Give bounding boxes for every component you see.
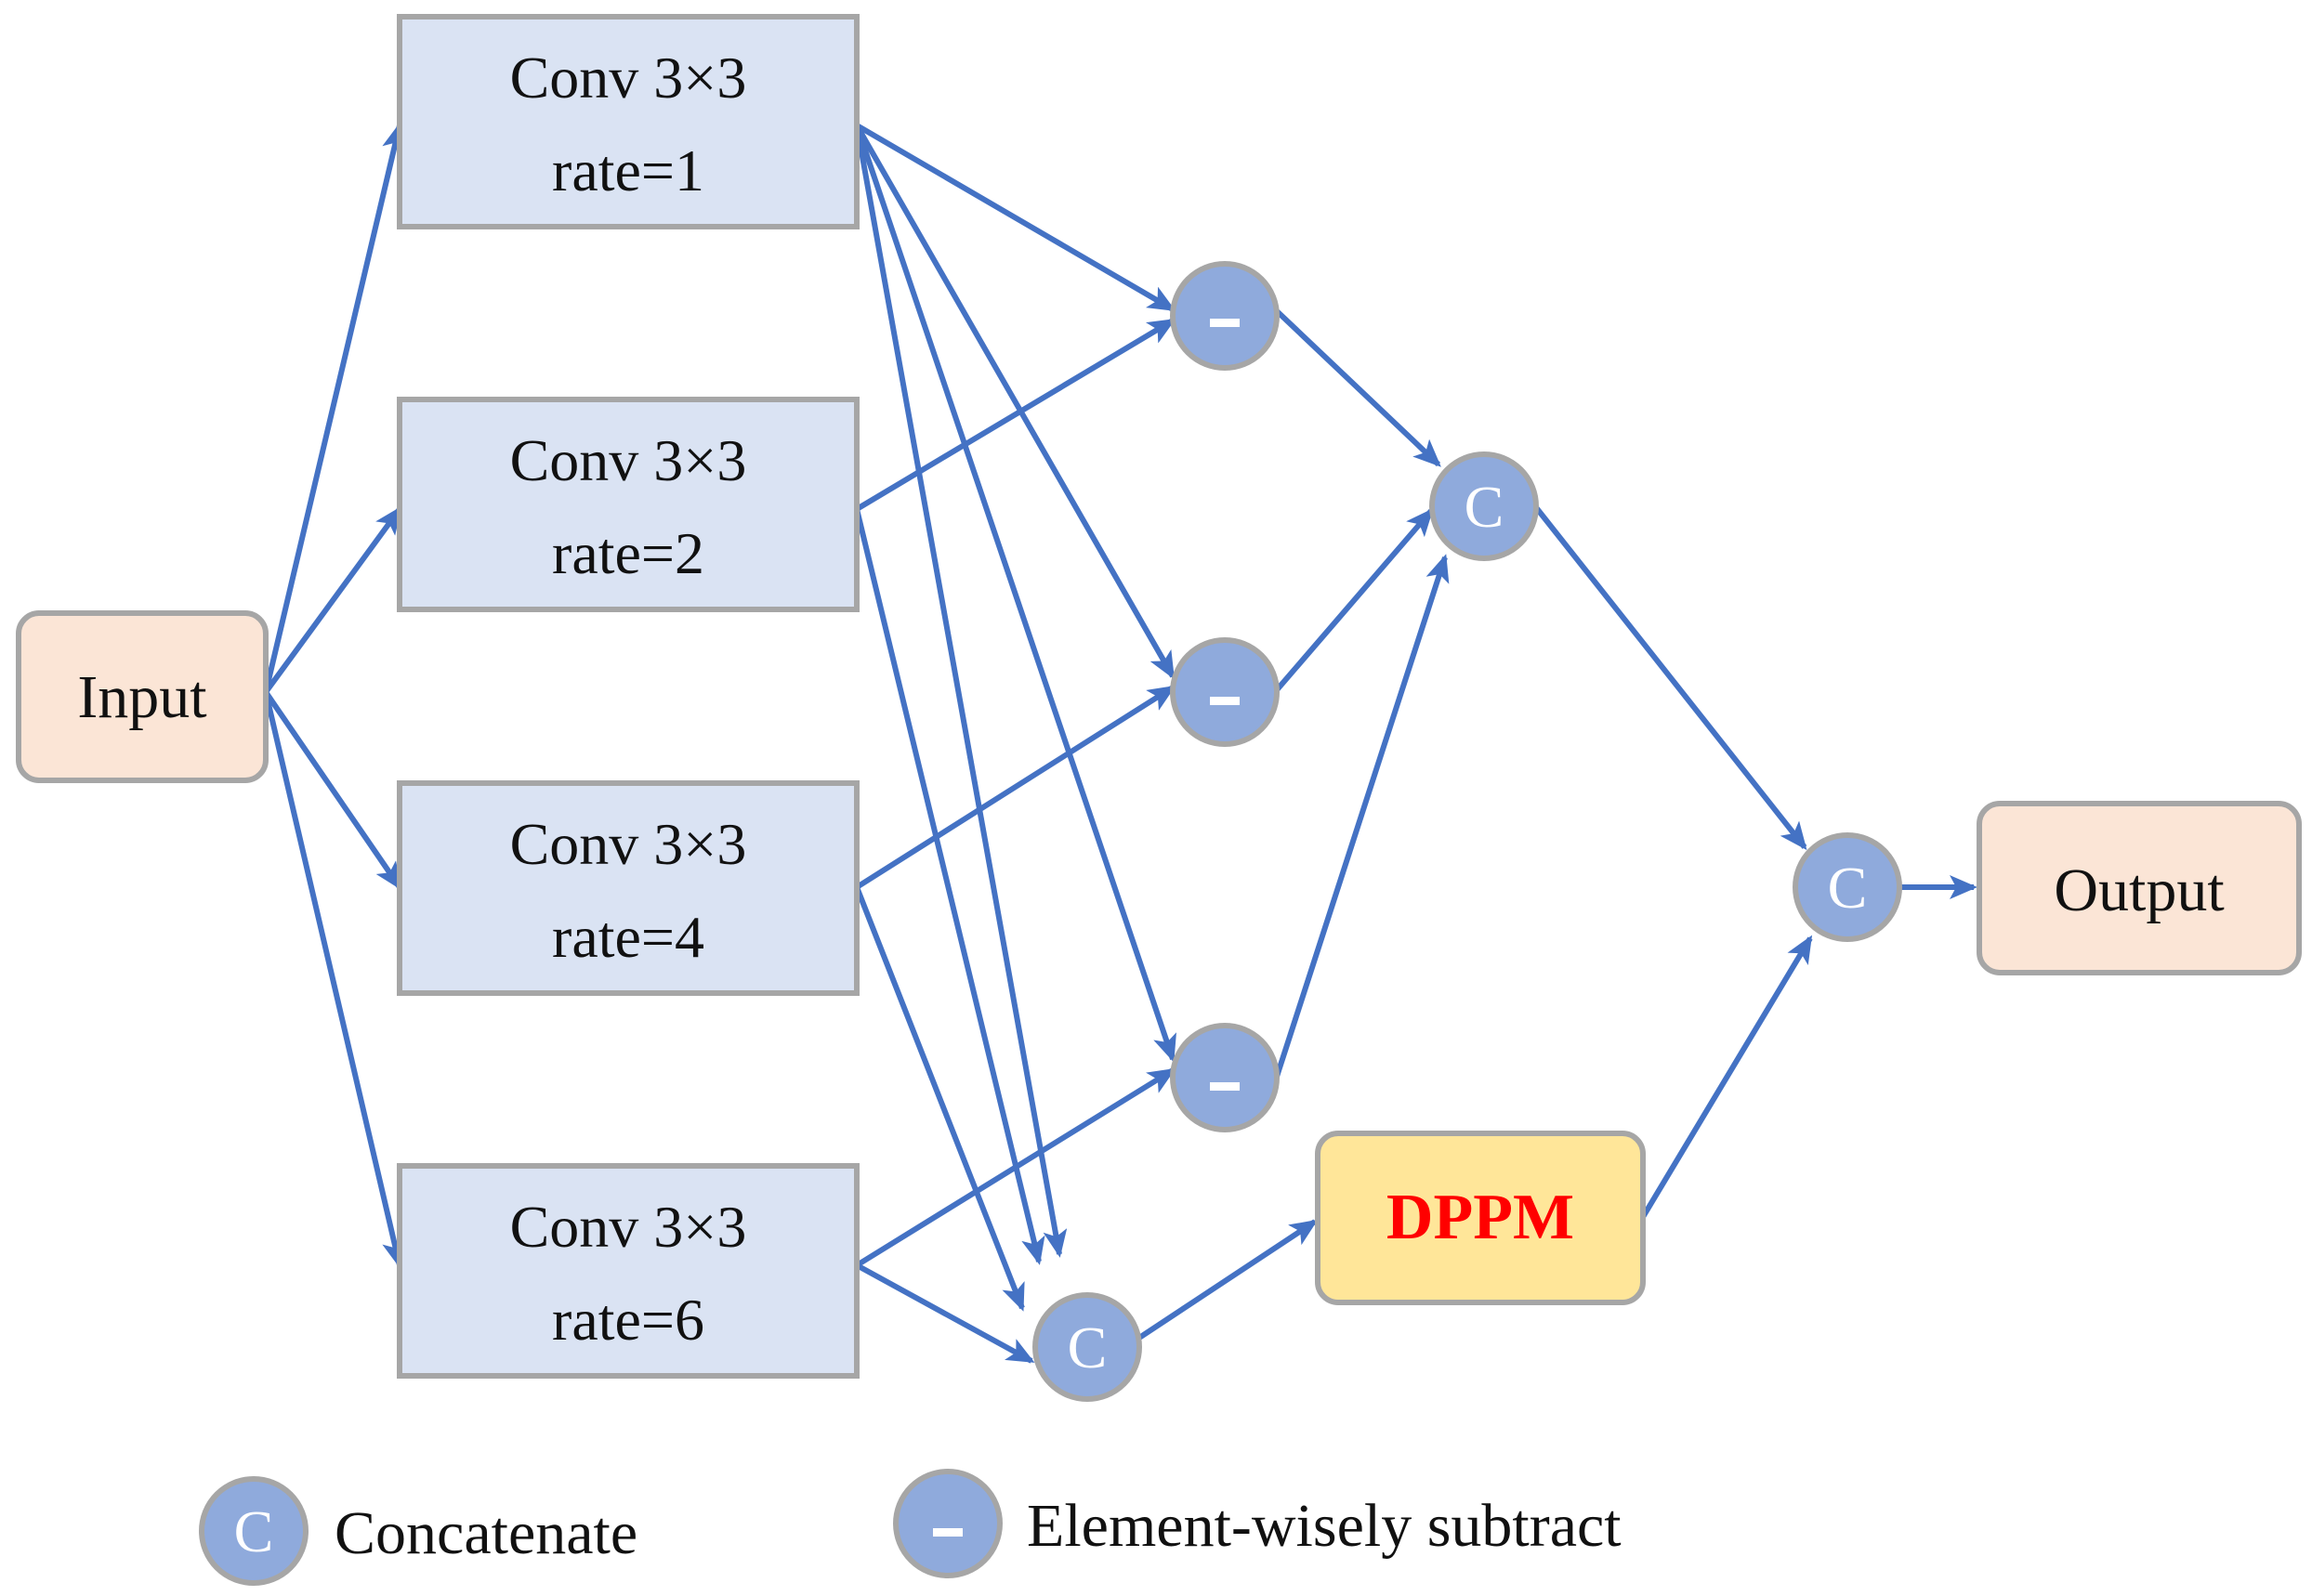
concat-icon: C bbox=[234, 1498, 274, 1564]
conv2-line1: Conv 3×3 bbox=[510, 427, 747, 493]
conv1-line2: rate=1 bbox=[552, 137, 704, 203]
dppm-node: DPPM bbox=[1315, 1131, 1646, 1305]
legend: C Concatenate Element-wisely subtract bbox=[199, 1469, 1622, 1586]
conv4-line2: rate=4 bbox=[552, 904, 704, 970]
edge-conv4-concat-bottom bbox=[854, 885, 1025, 1312]
legend-subtract: Element-wisely subtract bbox=[893, 1469, 1622, 1578]
concat-icon: C bbox=[1465, 474, 1504, 540]
concat-icon: C bbox=[1068, 1315, 1108, 1380]
subtract-icon bbox=[1210, 1082, 1240, 1091]
edge-dppm-concat-final bbox=[1640, 935, 1813, 1219]
edge-sub2-concat-mid bbox=[1272, 507, 1434, 694]
conv2-line2: rate=2 bbox=[552, 520, 704, 586]
subtract-op-1 bbox=[1170, 261, 1280, 371]
edge-concat-mid-concat-final bbox=[1532, 504, 1807, 851]
input-label: Input bbox=[77, 663, 206, 731]
legend-concat-label: Concatenate bbox=[335, 1499, 637, 1567]
edge-conv1-sub3 bbox=[854, 124, 1176, 1063]
edge-conv1-sub2 bbox=[854, 124, 1176, 680]
concat-op-middle: C bbox=[1429, 451, 1539, 561]
edge-sub3-concat-mid bbox=[1272, 554, 1450, 1083]
conv-box-rate-4: Conv 3×3 rate=4 bbox=[397, 780, 860, 996]
edge-conv1-sub1 bbox=[855, 123, 1176, 312]
output-label: Output bbox=[2054, 857, 2224, 924]
input-node: Input bbox=[16, 610, 269, 783]
edge-conv2-concat-bottom bbox=[854, 508, 1045, 1265]
conv6-line1: Conv 3×3 bbox=[510, 1194, 747, 1260]
subtract-op-2 bbox=[1170, 637, 1280, 747]
edge-conv6-concat-bottom bbox=[855, 1262, 1035, 1364]
edge-sub1-concat-mid bbox=[1272, 307, 1441, 467]
legend-concat: C Concatenate bbox=[199, 1476, 637, 1586]
concat-icon: C bbox=[1828, 855, 1868, 921]
subtract-icon bbox=[933, 1528, 963, 1537]
conv-box-rate-6: Conv 3×3 rate=6 bbox=[397, 1163, 860, 1379]
conv-box-rate-2: Conv 3×3 rate=2 bbox=[397, 397, 860, 612]
edge-input-conv2 bbox=[263, 505, 402, 694]
edge-input-conv4 bbox=[263, 690, 402, 891]
edge-conv2-sub1 bbox=[855, 318, 1176, 512]
legend-subtract-label: Element-wisely subtract bbox=[1027, 1492, 1622, 1560]
subtract-icon bbox=[1210, 697, 1240, 705]
subtract-op-3 bbox=[1170, 1023, 1280, 1132]
conv6-line2: rate=6 bbox=[552, 1287, 704, 1353]
edge-conv6-sub3 bbox=[855, 1067, 1176, 1268]
conv1-line1: Conv 3×3 bbox=[510, 45, 747, 111]
output-node: Output bbox=[1977, 801, 2302, 975]
concat-op-final: C bbox=[1793, 832, 1902, 942]
edge-concat-bottom-dppm bbox=[1137, 1219, 1319, 1341]
edge-conv1-concat-bottom bbox=[854, 124, 1068, 1258]
conv-box-rate-1: Conv 3×3 rate=1 bbox=[397, 14, 860, 229]
conv4-line1: Conv 3×3 bbox=[510, 811, 747, 877]
edge-input-conv1 bbox=[263, 122, 406, 693]
dppm-label: DPPM bbox=[1386, 1182, 1574, 1253]
edge-conv4-sub2 bbox=[855, 685, 1176, 890]
edge-input-conv6 bbox=[263, 691, 406, 1269]
subtract-icon bbox=[1210, 319, 1240, 327]
concat-op-bottom: C bbox=[1032, 1292, 1142, 1402]
connections bbox=[263, 122, 1977, 1364]
